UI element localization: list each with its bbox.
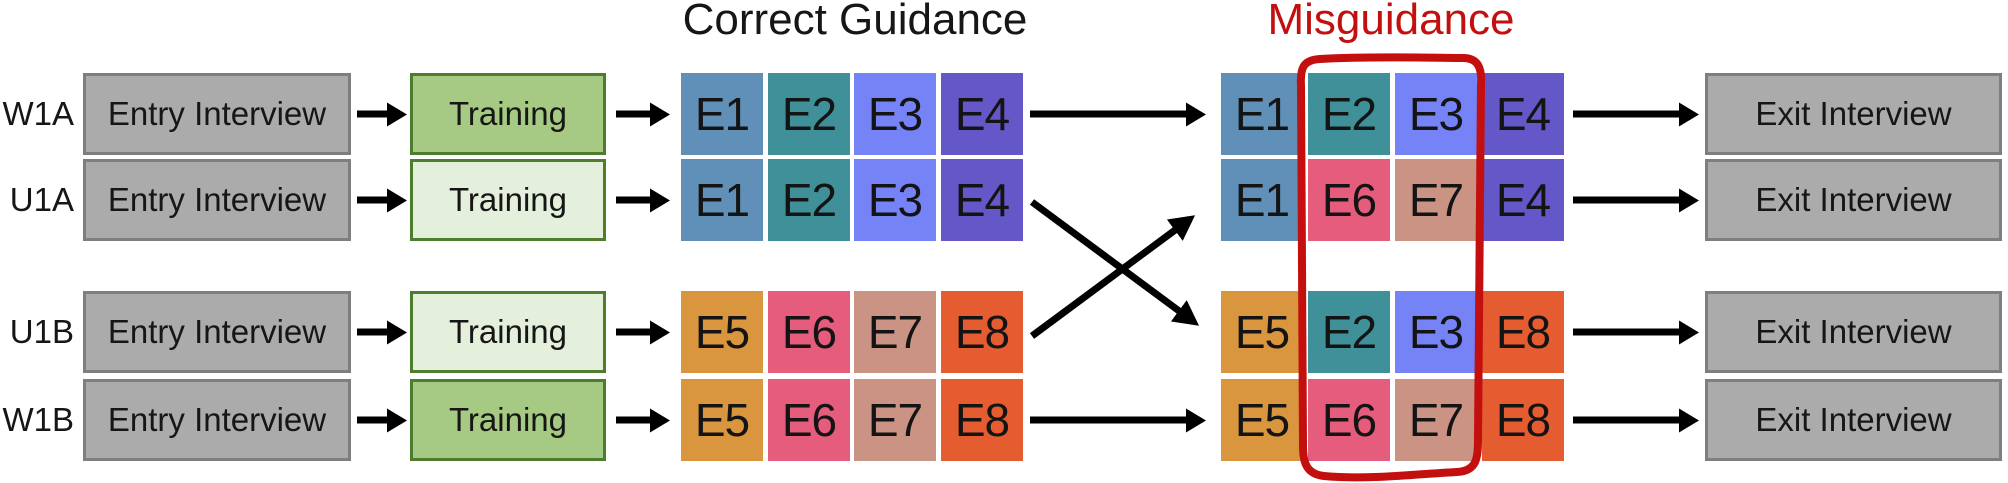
exam-box: E8 (1482, 291, 1564, 373)
exam-box: E5 (1221, 379, 1303, 461)
exam-box: E6 (1308, 379, 1390, 461)
exam-box: E6 (1308, 159, 1390, 241)
arrow-exams-to-exit (1573, 196, 1679, 204)
arrow-exams-to-exit (1573, 416, 1679, 424)
exit-interview-label: Exit Interview (1755, 181, 1952, 218)
training-label: Training (449, 95, 567, 132)
row-w1b: W1B Entry Interview Training E5 E6 E7 E8… (0, 379, 2008, 461)
row-label-w1b: W1B (2, 401, 74, 438)
exam-box: E7 (1395, 379, 1477, 461)
exam-box: E8 (1482, 379, 1564, 461)
entry-interview-label: Entry Interview (107, 313, 327, 350)
exam-box: E4 (941, 73, 1023, 155)
exit-interview-box: Exit Interview (1705, 73, 2002, 155)
exit-interview-box: Exit Interview (1705, 159, 2002, 241)
exit-interview-label: Exit Interview (1755, 313, 1952, 350)
exam-box: E1 (681, 73, 763, 155)
exam-box: E1 (1221, 73, 1303, 155)
misguidance-title: Misguidance (1267, 0, 1515, 44)
arrow-exams-to-exit (1573, 110, 1679, 118)
exam-box: E2 (1308, 73, 1390, 155)
arrow-training-to-exams (616, 110, 650, 118)
entry-interview-box: Entry Interview (83, 159, 351, 241)
training-box-strong: Training (410, 73, 606, 155)
row-w1a: W1A Entry Interview Training E1 E2 E3 E4… (0, 73, 2008, 155)
exam-box: E3 (854, 159, 936, 241)
exam-box: E5 (681, 291, 763, 373)
training-label: Training (449, 313, 567, 350)
entry-interview-box: Entry Interview (83, 379, 351, 461)
training-box-light: Training (410, 159, 606, 241)
exam-box: E7 (854, 379, 936, 461)
entry-interview-box: Entry Interview (83, 291, 351, 373)
exam-box: E7 (854, 291, 936, 373)
exit-interview-label: Exit Interview (1755, 95, 1952, 132)
exam-box: E2 (768, 159, 850, 241)
entry-interview-label: Entry Interview (107, 95, 327, 132)
arrow-exams-to-misguidance (1030, 416, 1186, 424)
arrow-entry-to-training (357, 416, 387, 424)
correct-guidance-title: Correct Guidance (682, 0, 1028, 44)
exam-box: E3 (1395, 291, 1477, 373)
row-label-u1a: U1A (9, 181, 74, 218)
row-u1a: U1A Entry Interview Training E1 E2 E3 E4… (0, 159, 2008, 241)
exit-interview-label: Exit Interview (1755, 401, 1952, 438)
arrow-entry-to-training (357, 328, 387, 336)
exam-box: E5 (1221, 291, 1303, 373)
arrow-entry-to-training (357, 196, 387, 204)
exam-box: E5 (681, 379, 763, 461)
training-box-light: Training (410, 291, 606, 373)
entry-interview-box: Entry Interview (83, 73, 351, 155)
exam-box: E4 (941, 159, 1023, 241)
exit-interview-box: Exit Interview (1705, 291, 2002, 373)
arrow-exams-to-misguidance (1030, 110, 1186, 118)
arrow-training-to-exams (616, 328, 650, 336)
exam-box: E6 (768, 291, 850, 373)
exam-box: E8 (941, 291, 1023, 373)
training-label: Training (449, 181, 567, 218)
exam-box: E7 (1395, 159, 1477, 241)
arrow-training-to-exams (616, 196, 650, 204)
arrow-exams-to-exit (1573, 328, 1679, 336)
exam-box: E1 (681, 159, 763, 241)
exam-box: E4 (1482, 73, 1564, 155)
entry-interview-label: Entry Interview (107, 401, 327, 438)
exit-interview-box: Exit Interview (1705, 379, 2002, 461)
exam-box: E2 (768, 73, 850, 155)
exam-box: E8 (941, 379, 1023, 461)
exam-box: E4 (1482, 159, 1564, 241)
entry-interview-label: Entry Interview (107, 181, 327, 218)
row-u1b: U1B Entry Interview Training E5 E6 E7 E8… (0, 291, 2008, 373)
exam-box: E3 (1395, 73, 1477, 155)
arrow-entry-to-training (357, 110, 387, 118)
exam-box: E1 (1221, 159, 1303, 241)
exam-box: E6 (768, 379, 850, 461)
exam-box: E3 (854, 73, 936, 155)
arrow-training-to-exams (616, 416, 650, 424)
training-box-strong: Training (410, 379, 606, 461)
row-label-w1a: W1A (2, 95, 74, 132)
exam-box: E2 (1308, 291, 1390, 373)
training-label: Training (449, 401, 567, 438)
row-label-u1b: U1B (9, 313, 74, 350)
